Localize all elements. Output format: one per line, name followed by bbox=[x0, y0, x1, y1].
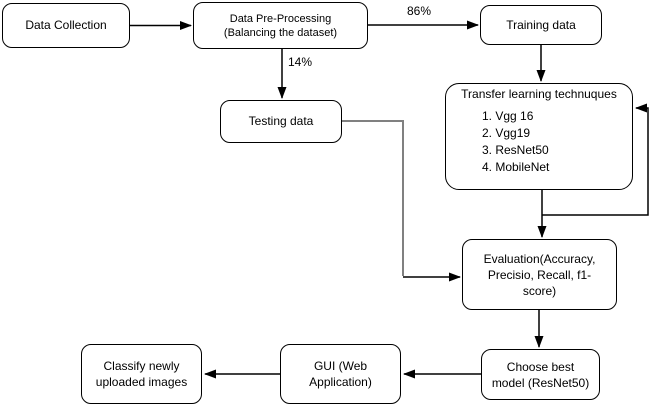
node-evaluation-line1: Evaluation(Accuracy, bbox=[483, 251, 596, 266]
edge-label-testing-split: 14% bbox=[288, 55, 313, 69]
node-choose-best-line2: model (ResNet50) bbox=[491, 375, 590, 390]
node-classify-images: Classify newly uploaded images bbox=[81, 344, 202, 404]
transfer-list-item-vgg16: 1. Vgg 16 bbox=[482, 109, 534, 123]
node-gui-line1: GUI (Web bbox=[313, 359, 368, 373]
node-gui-web-application: GUI (Web Application) bbox=[280, 344, 401, 404]
node-classify-line1: Classify newly bbox=[103, 359, 180, 373]
node-training-data-label: Training data bbox=[506, 17, 576, 32]
node-data-preprocessing-line1: Data Pre-Processing bbox=[229, 12, 332, 25]
node-choose-best-model: Choose best model (ResNet50) bbox=[481, 349, 600, 400]
node-choose-best-line1: Choose best bbox=[506, 359, 575, 374]
edge-testing-connector-gray bbox=[342, 120, 404, 276]
edge-transfer-feedback-loop bbox=[542, 103, 649, 216]
node-classify-line2: uploaded images bbox=[95, 375, 188, 389]
node-training-data: Training data bbox=[480, 5, 602, 45]
node-evaluation-line3: score) bbox=[522, 283, 557, 298]
transfer-learning-list: 1. Vgg 16 2. Vgg19 3. ResNet50 4. Mobile… bbox=[482, 108, 632, 176]
node-gui-line2: Application) bbox=[309, 375, 372, 389]
node-transfer-learning: Transfer learning technuques 1. Vgg 16 2… bbox=[445, 83, 633, 190]
node-data-collection: Data Collection bbox=[2, 3, 130, 48]
node-data-preprocessing: Data Pre-Processing (Balancing the datas… bbox=[193, 2, 368, 49]
node-data-preprocessing-line2: (Balancing the dataset) bbox=[223, 26, 338, 39]
transfer-list-item-vgg19: 2. Vgg19 bbox=[482, 126, 531, 140]
transfer-list-item-resnet50: 3. ResNet50 bbox=[482, 143, 549, 157]
edge-label-training-split: 86% bbox=[406, 4, 432, 18]
node-testing-data: Testing data bbox=[220, 100, 342, 143]
transfer-list-item-mobilenet: 4. MobileNet bbox=[482, 160, 550, 174]
node-evaluation-line2: Precisio, Recall, f1- bbox=[487, 267, 592, 282]
node-data-collection-label: Data Collection bbox=[25, 18, 107, 32]
node-transfer-learning-title: Transfer learning technuques bbox=[461, 87, 617, 101]
node-evaluation: Evaluation(Accuracy, Precisio, Recall, f… bbox=[462, 239, 617, 310]
node-testing-data-label: Testing data bbox=[248, 114, 314, 128]
